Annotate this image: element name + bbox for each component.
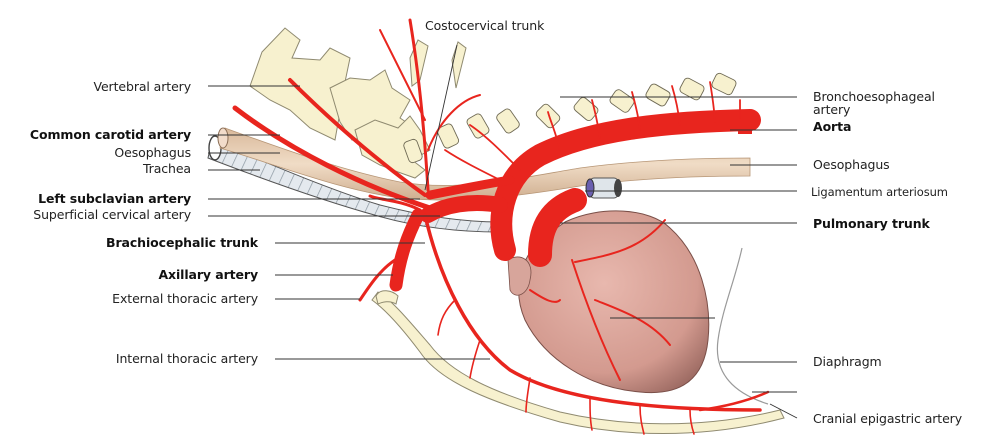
label-ligamentum-arteriosum: Ligamentum arteriosum (811, 185, 948, 199)
label-common-carotid-artery: Common carotid artery (29, 127, 191, 142)
label-bronchoesophageal-line2: artery (813, 102, 851, 117)
external-thoracic-vessel (358, 258, 397, 302)
internal-thoracic-vessel (423, 213, 762, 412)
label-internal-thoracic-artery: Internal thoracic artery (115, 351, 258, 366)
auricle-shape (507, 256, 532, 296)
oesophagus-opening (217, 127, 229, 149)
label-cranial-epigastric-artery: Cranial epigastric artery (813, 411, 963, 426)
heart-shape (518, 210, 710, 394)
ligamentum-arteriosum-shape (585, 177, 622, 199)
arteries (232, 18, 770, 435)
label-trachea: Trachea (142, 161, 191, 176)
label-oesophagus-right: Oesophagus (813, 157, 890, 172)
label-axillary-artery: Axillary artery (158, 267, 258, 282)
ribs-dorsal (403, 72, 737, 164)
leader-lines (208, 44, 798, 419)
superficial-cervical-vessel (368, 194, 422, 212)
first-rib (375, 290, 399, 305)
label-pulmonary-trunk: Pulmonary trunk (813, 216, 930, 231)
brachiocephalic-trunk-vessel (420, 195, 508, 223)
label-oesophagus-left: Oesophagus (114, 145, 191, 160)
costocervical-vessel (408, 18, 430, 192)
pulmonary-trunk-vessel (528, 188, 587, 267)
sternum (371, 291, 785, 434)
label-aorta: Aorta (813, 119, 852, 134)
label-bronchoesophageal-artery: Bronchoesophageal artery (813, 90, 935, 116)
label-brachiocephalic-trunk: Brachiocephalic trunk (106, 235, 258, 250)
label-vertebral-artery: Vertebral artery (93, 79, 191, 94)
label-external-thoracic-artery: External thoracic artery (112, 291, 258, 306)
label-bronchoesophageal-line1: Bronchoesophageal (813, 89, 935, 104)
vertebral-vessel (288, 78, 427, 197)
left-subclavian-vessel (425, 175, 515, 200)
axillary-vessel (389, 208, 425, 292)
diaphragm-outline (716, 247, 769, 405)
label-superficial-cervical-artery: Superficial cervical artery (33, 207, 191, 222)
label-left-subclavian-artery: Left subclavian artery (38, 191, 191, 206)
cranial-epigastric-vessel (698, 390, 770, 412)
label-diaphragm: Diaphragm (813, 354, 882, 369)
label-costocervical-trunk: Costocervical trunk (425, 18, 545, 33)
